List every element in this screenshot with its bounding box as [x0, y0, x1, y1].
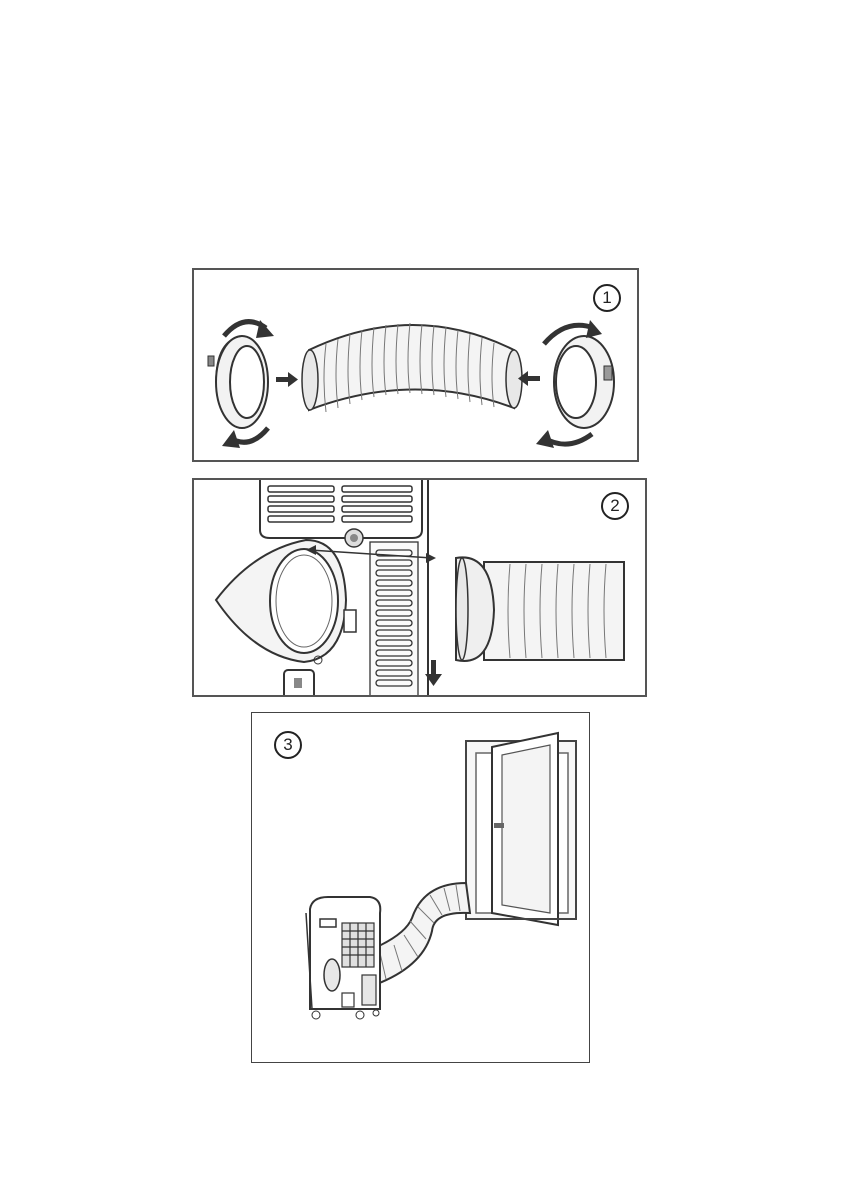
left-adapter-ring-icon — [208, 336, 268, 428]
vent-grille-icon — [260, 480, 422, 538]
step-1-panel: 1 — [192, 268, 639, 462]
right-adapter-ring-icon — [554, 336, 614, 428]
hose-icon — [456, 557, 624, 661]
step-1-illustration — [194, 270, 639, 462]
socket-icon — [284, 670, 314, 697]
unit-adapter-icon — [216, 540, 346, 664]
air-conditioner-icon — [306, 897, 380, 1019]
hose-icon — [302, 323, 522, 412]
push-arrow-icon — [276, 372, 298, 387]
step-3-panel: 3 — [251, 712, 590, 1063]
knob-icon — [345, 529, 363, 547]
side-grille-icon — [370, 542, 418, 697]
step-3-illustration — [252, 713, 590, 1063]
step-2-illustration — [194, 480, 647, 697]
clip-icon — [344, 610, 356, 632]
step-2-panel: 2 — [192, 478, 647, 697]
window-icon — [466, 733, 576, 925]
